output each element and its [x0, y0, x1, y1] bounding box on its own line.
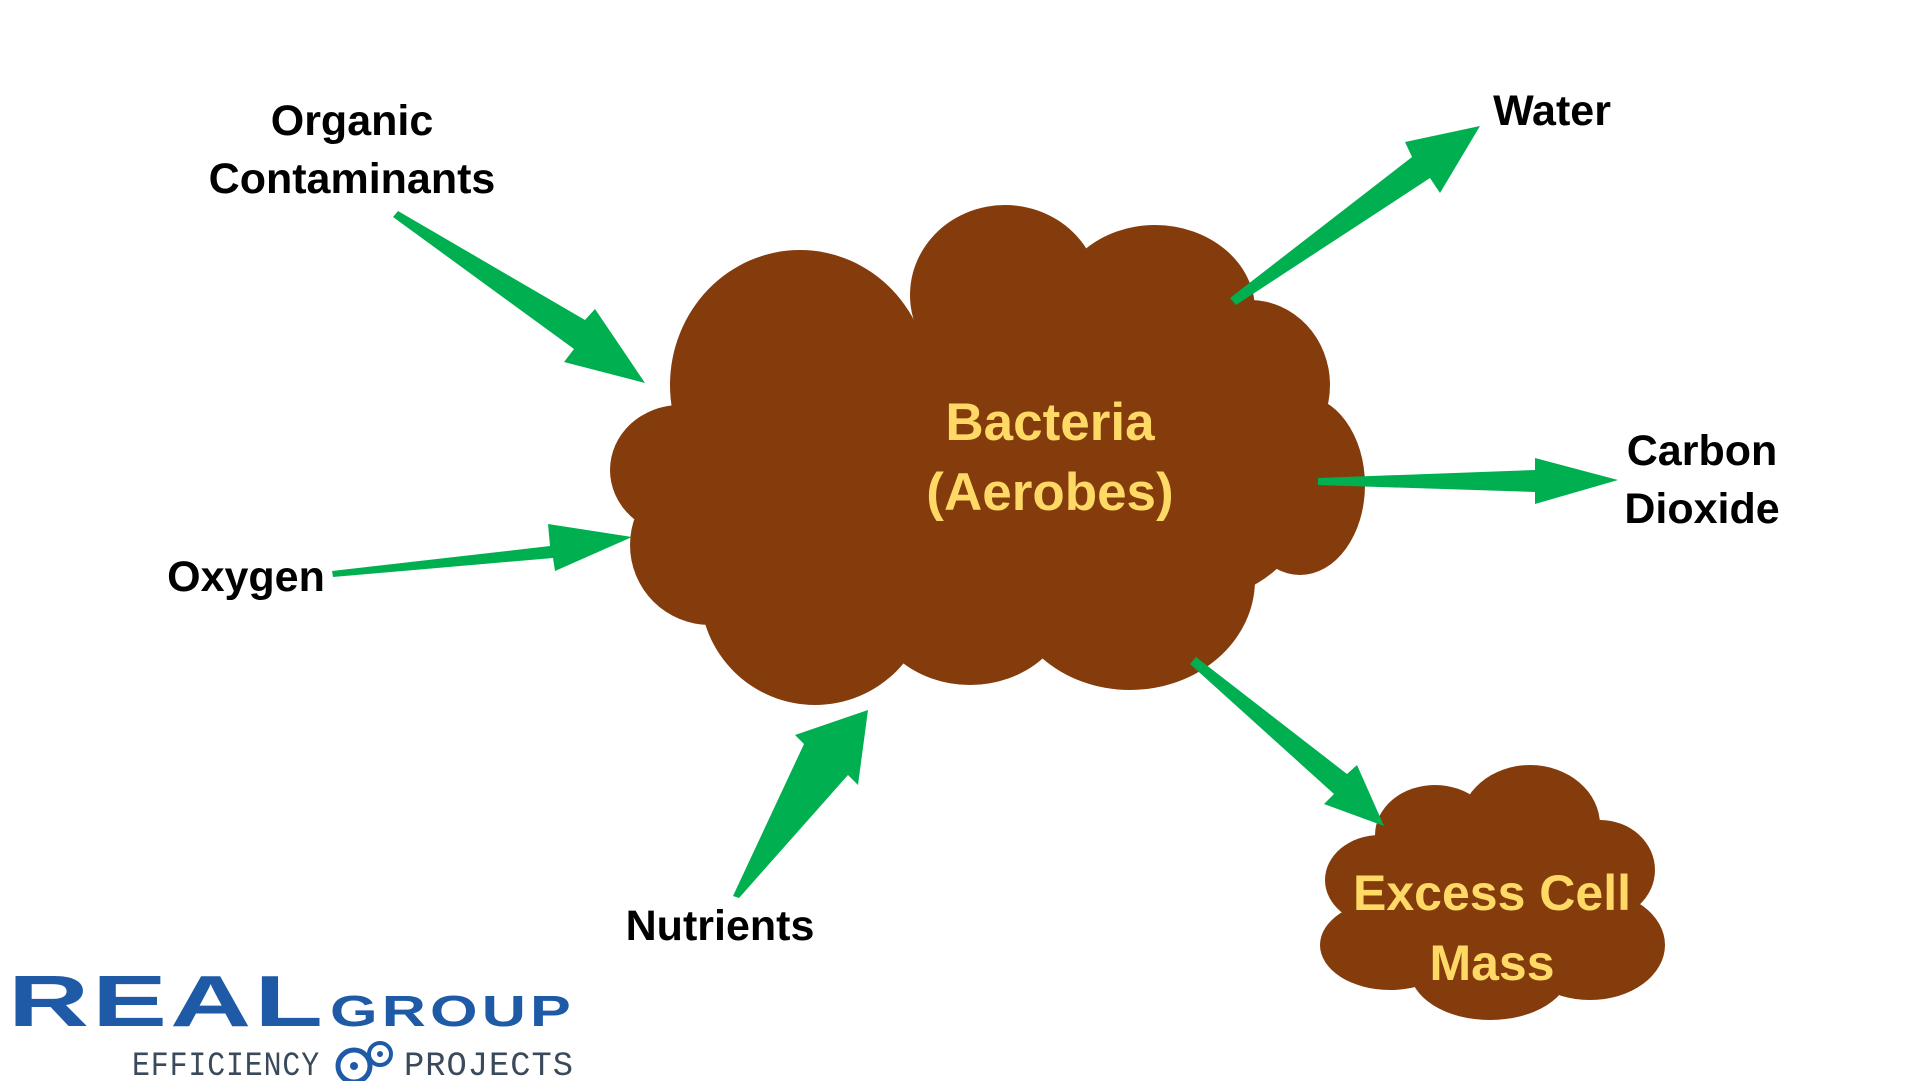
logo-real-text: REAL [8, 962, 326, 1042]
bacteria-cloud-shape [610, 205, 1365, 705]
bacteria-label-line1: Bacteria [945, 393, 1155, 452]
arrow-organic-contaminants [393, 211, 645, 383]
label-oxygen: Oxygen [167, 553, 325, 601]
excess-cell-mass-cloud: Excess Cell Mass [1320, 765, 1665, 1020]
excess-cell-mass-label-line2: Mass [1429, 935, 1554, 991]
arrows [332, 126, 1618, 898]
bacteria-label-line2: (Aerobes) [926, 463, 1173, 522]
logo-group-text: GROUP [330, 987, 575, 1036]
gears-icon [335, 1041, 393, 1081]
label-organic-line2: Contaminants [209, 155, 496, 203]
label-organic-line1: Organic [271, 97, 434, 145]
excess-cell-mass-cloud-shape [1320, 765, 1665, 1020]
label-carbon-line2: Dioxide [1624, 485, 1779, 533]
label-water: Water [1493, 87, 1611, 135]
arrow-carbon-dioxide [1318, 458, 1618, 504]
arrow-oxygen [332, 524, 632, 577]
logo-efficiency-text: EFFICIENCY [132, 1048, 320, 1081]
arrow-water [1230, 126, 1480, 305]
label-carbon-line1: Carbon [1627, 427, 1778, 475]
label-nutrients: Nutrients [626, 902, 815, 950]
excess-cell-mass-label-line1: Excess Cell [1353, 865, 1631, 921]
real-group-logo: REAL GROUP EFFICIENCY PROJECTS [8, 962, 575, 1081]
bacteria-cloud: Bacteria (Aerobes) [610, 205, 1365, 705]
logo-projects-text: PROJECTS [404, 1048, 574, 1081]
arrow-nutrients [733, 710, 868, 898]
arrow-excess-cell-mass [1190, 657, 1384, 826]
